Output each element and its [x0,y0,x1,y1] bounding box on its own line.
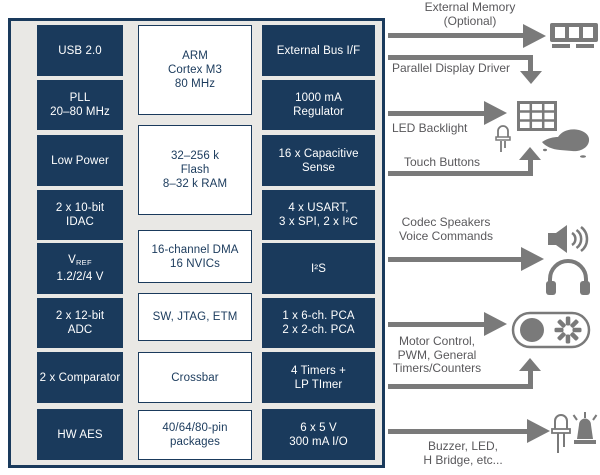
touch-hand-icon [542,129,590,158]
headphones-icon [546,259,590,295]
block-usb-2-0: USB 2.0 [37,25,123,76]
codec-label: Codec Speakers Voice Commands [398,215,494,243]
touch-buttons-label: Touch Buttons [404,155,481,169]
arrow-buzzer [388,429,528,434]
arrowhead-motor [484,312,507,336]
block-low-power: Low Power [37,135,123,186]
block-i2s: I²S [262,243,375,294]
speaker-icon [548,225,589,253]
display-grid-icon [517,101,557,131]
arrowhead-led-backlight [484,101,507,125]
siren-icon [572,412,598,444]
arrowhead-buzzer [527,419,550,443]
arrow-motor-up-v [528,370,533,385]
parallel-display-label: Parallel Display Driver [392,61,511,75]
arrow-codec [388,257,522,262]
block-timers: 4 Timers +LP TImer [262,352,375,403]
arrow-parallel-display-h [388,55,533,60]
arrow-touch-buttons-h [388,171,533,176]
arrow-led-backlight [388,111,484,116]
arrowhead-codec [521,247,544,271]
arrowhead-touch-buttons [519,147,541,160]
led-backlight-label: LED Backlight [392,121,468,135]
arrow-external-memory [388,33,524,38]
motor-label: Motor Control, PWM, General Timers/Count… [392,334,482,375]
arrowhead-motor-up [519,358,541,371]
arrow-motor-up-h [388,384,533,389]
block-usart-spi-i2c: 4 x USART,3 x SPI, 2 x I²C [262,190,375,240]
block-hw-aes: HW AES [37,409,123,460]
arrow-motor [388,322,484,327]
block-comparator: 2 x Comparator [37,352,123,403]
arrow-parallel-display-v [528,55,533,72]
block-debug: SW, JTAG, ETM [138,293,252,341]
external-memory-label: External Memory (Optional) [424,0,516,28]
motor-belt-icon [511,311,591,349]
buzzer-label: Buzzer, LED, H Bridge, etc... [423,439,503,467]
block-external-bus: External Bus I/F [262,25,375,76]
led-icon [495,125,511,152]
ram-module-icon [550,23,598,48]
arrow-touch-buttons-v [528,159,533,172]
arrowhead-external-memory [523,24,546,48]
led-icon [551,414,571,453]
arrowhead-parallel-display [520,71,542,84]
block-crossbar: Crossbar [138,352,252,403]
